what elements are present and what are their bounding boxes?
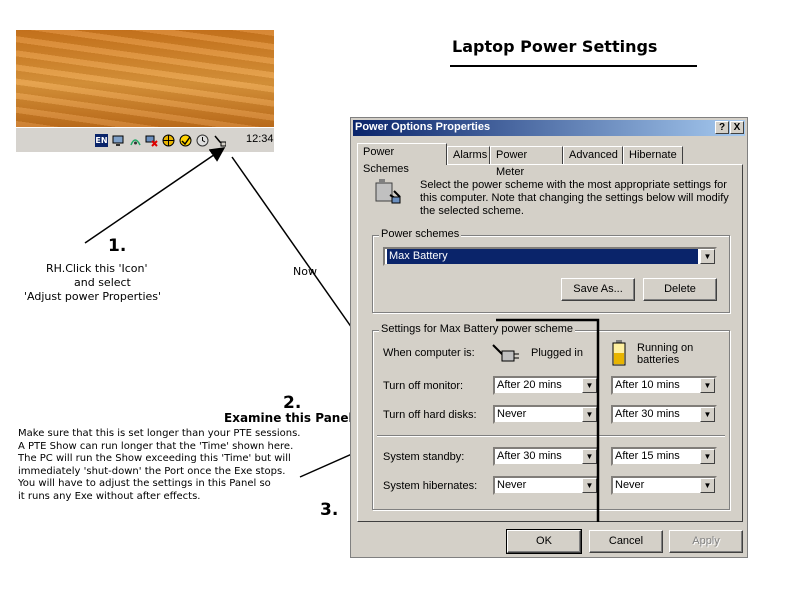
tab-alarms[interactable]: Alarms bbox=[447, 146, 490, 164]
chevron-down-icon[interactable]: ▼ bbox=[700, 478, 715, 493]
standby-battery-select[interactable]: After 15 mins ▼ bbox=[611, 447, 717, 466]
settings-divider bbox=[377, 435, 725, 437]
hibernate-plugged-value: Never bbox=[497, 479, 527, 491]
note-line: immediately 'shut-down' the Port once th… bbox=[18, 465, 286, 477]
step1-number: 1. bbox=[108, 236, 127, 256]
note-line: Make sure that this is set longer than y… bbox=[18, 428, 301, 439]
arrow-step1 bbox=[84, 147, 226, 244]
monitor-battery-value: After 10 mins bbox=[615, 379, 680, 391]
desktop-thumbnail: EN 12:34 bbox=[16, 30, 274, 152]
tab-hibernate[interactable]: Hibernate bbox=[623, 146, 683, 164]
hibernate-battery-value: Never bbox=[615, 479, 645, 491]
chevron-down-icon[interactable]: ▼ bbox=[700, 249, 715, 264]
turn-off-hard-disks-label: Turn off hard disks: bbox=[383, 409, 477, 421]
arrow-now bbox=[231, 156, 374, 360]
tab-power-schemes[interactable]: Power Schemes bbox=[357, 143, 447, 175]
monitor-plugged-value: After 20 mins bbox=[497, 379, 562, 391]
title-underline bbox=[450, 65, 697, 67]
settings-group-label: Settings for Max Battery power scheme bbox=[379, 323, 575, 335]
chevron-down-icon[interactable]: ▼ bbox=[700, 378, 715, 393]
system-hibernates-label: System hibernates: bbox=[383, 480, 478, 492]
turn-off-monitor-label: Turn off monitor: bbox=[383, 380, 464, 392]
running-on-batteries-label: Running on batteries bbox=[637, 342, 694, 366]
taskbar-clock[interactable]: 12:34 bbox=[246, 133, 274, 145]
power-scheme-select[interactable]: Max Battery ▼ bbox=[383, 247, 717, 266]
language-indicator[interactable]: EN bbox=[95, 134, 108, 147]
when-computer-is-label: When computer is: bbox=[383, 347, 475, 359]
note-line: The PC will run the Show exceeding this … bbox=[18, 453, 291, 464]
network-icon[interactable] bbox=[129, 134, 142, 147]
save-as-button[interactable]: Save As... bbox=[561, 278, 635, 301]
power-schemes-panel: Select the power scheme with the most ap… bbox=[357, 164, 743, 522]
settings-group: Settings for Max Battery power scheme Wh… bbox=[372, 323, 730, 510]
dialog-title: Power Options Properties bbox=[355, 121, 491, 133]
disks-plugged-value: Never bbox=[497, 408, 527, 420]
power-scheme-icon bbox=[372, 177, 404, 209]
system-standby-label: System standby: bbox=[383, 451, 465, 463]
hibernate-plugged-select[interactable]: Never ▼ bbox=[493, 476, 599, 495]
delete-button[interactable]: Delete bbox=[643, 278, 717, 301]
step1-line2: and select bbox=[74, 276, 131, 289]
power-scheme-value: Max Battery bbox=[387, 249, 698, 264]
clock-icon[interactable] bbox=[196, 134, 209, 147]
desktop-wallpaper bbox=[16, 30, 274, 127]
chevron-down-icon[interactable]: ▼ bbox=[700, 407, 715, 422]
apply-button[interactable]: Apply bbox=[669, 530, 743, 553]
step1-line1: RH.Click this 'Icon' bbox=[46, 262, 148, 275]
network-disconnected-icon[interactable] bbox=[145, 134, 158, 147]
dialog-titlebar[interactable]: Power Options Properties ? X bbox=[353, 120, 745, 136]
taskbar bbox=[16, 127, 274, 152]
hibernate-battery-select[interactable]: Never ▼ bbox=[611, 476, 717, 495]
chevron-down-icon[interactable]: ▼ bbox=[582, 378, 597, 393]
note-line: A PTE Show can run longer that the 'Time… bbox=[18, 440, 294, 452]
display-icon[interactable] bbox=[112, 134, 125, 147]
note-line: it runs any Exe without after effects. bbox=[18, 490, 201, 502]
step1-line3: 'Adjust power Properties' bbox=[24, 290, 162, 303]
help-button[interactable]: ? bbox=[715, 121, 729, 134]
plugged-in-label: Plugged in bbox=[531, 347, 583, 359]
ok-button[interactable]: OK bbox=[506, 529, 582, 554]
monitor-plugged-select[interactable]: After 20 mins ▼ bbox=[493, 376, 599, 395]
tab-power-meter[interactable]: Power Meter bbox=[490, 146, 563, 178]
cancel-button[interactable]: Cancel bbox=[589, 530, 663, 553]
scheme-description: Select the power scheme with the most ap… bbox=[420, 179, 729, 217]
disks-battery-value: After 30 mins bbox=[615, 408, 680, 420]
norton-icon[interactable] bbox=[179, 134, 192, 147]
step2-number: 2. bbox=[283, 393, 302, 413]
note-line: You will have to adjust the settings in … bbox=[18, 478, 271, 489]
monitor-battery-select[interactable]: After 10 mins ▼ bbox=[611, 376, 717, 395]
chevron-down-icon[interactable]: ▼ bbox=[700, 449, 715, 464]
power-options-dialog: Power Options Properties ? X Power Schem… bbox=[350, 117, 748, 558]
battery-icon bbox=[611, 339, 627, 367]
power-schemes-group-label: Power schemes bbox=[379, 228, 462, 240]
tab-advanced[interactable]: Advanced bbox=[563, 146, 623, 164]
disks-battery-select[interactable]: After 30 mins ▼ bbox=[611, 405, 717, 424]
chevron-down-icon[interactable]: ▼ bbox=[582, 449, 597, 464]
chevron-down-icon[interactable]: ▼ bbox=[582, 478, 597, 493]
power-schemes-group: Power schemes Max Battery ▼ Save As... D… bbox=[372, 228, 730, 313]
globe-icon[interactable] bbox=[162, 134, 175, 147]
step3-number: 3. bbox=[320, 500, 339, 520]
standby-plugged-select[interactable]: After 30 mins ▼ bbox=[493, 447, 599, 466]
chevron-down-icon[interactable]: ▼ bbox=[582, 407, 597, 422]
standby-battery-value: After 15 mins bbox=[615, 450, 680, 462]
step2-title: Examine this Panel bbox=[224, 411, 353, 425]
close-button[interactable]: X bbox=[730, 121, 744, 134]
now-label: Now bbox=[293, 265, 317, 278]
page-title: Laptop Power Settings bbox=[452, 37, 658, 56]
disks-plugged-select[interactable]: Never ▼ bbox=[493, 405, 599, 424]
standby-plugged-value: After 30 mins bbox=[497, 450, 562, 462]
plug-icon bbox=[491, 341, 521, 367]
note-block: Make sure that this is set longer than y… bbox=[18, 428, 300, 503]
